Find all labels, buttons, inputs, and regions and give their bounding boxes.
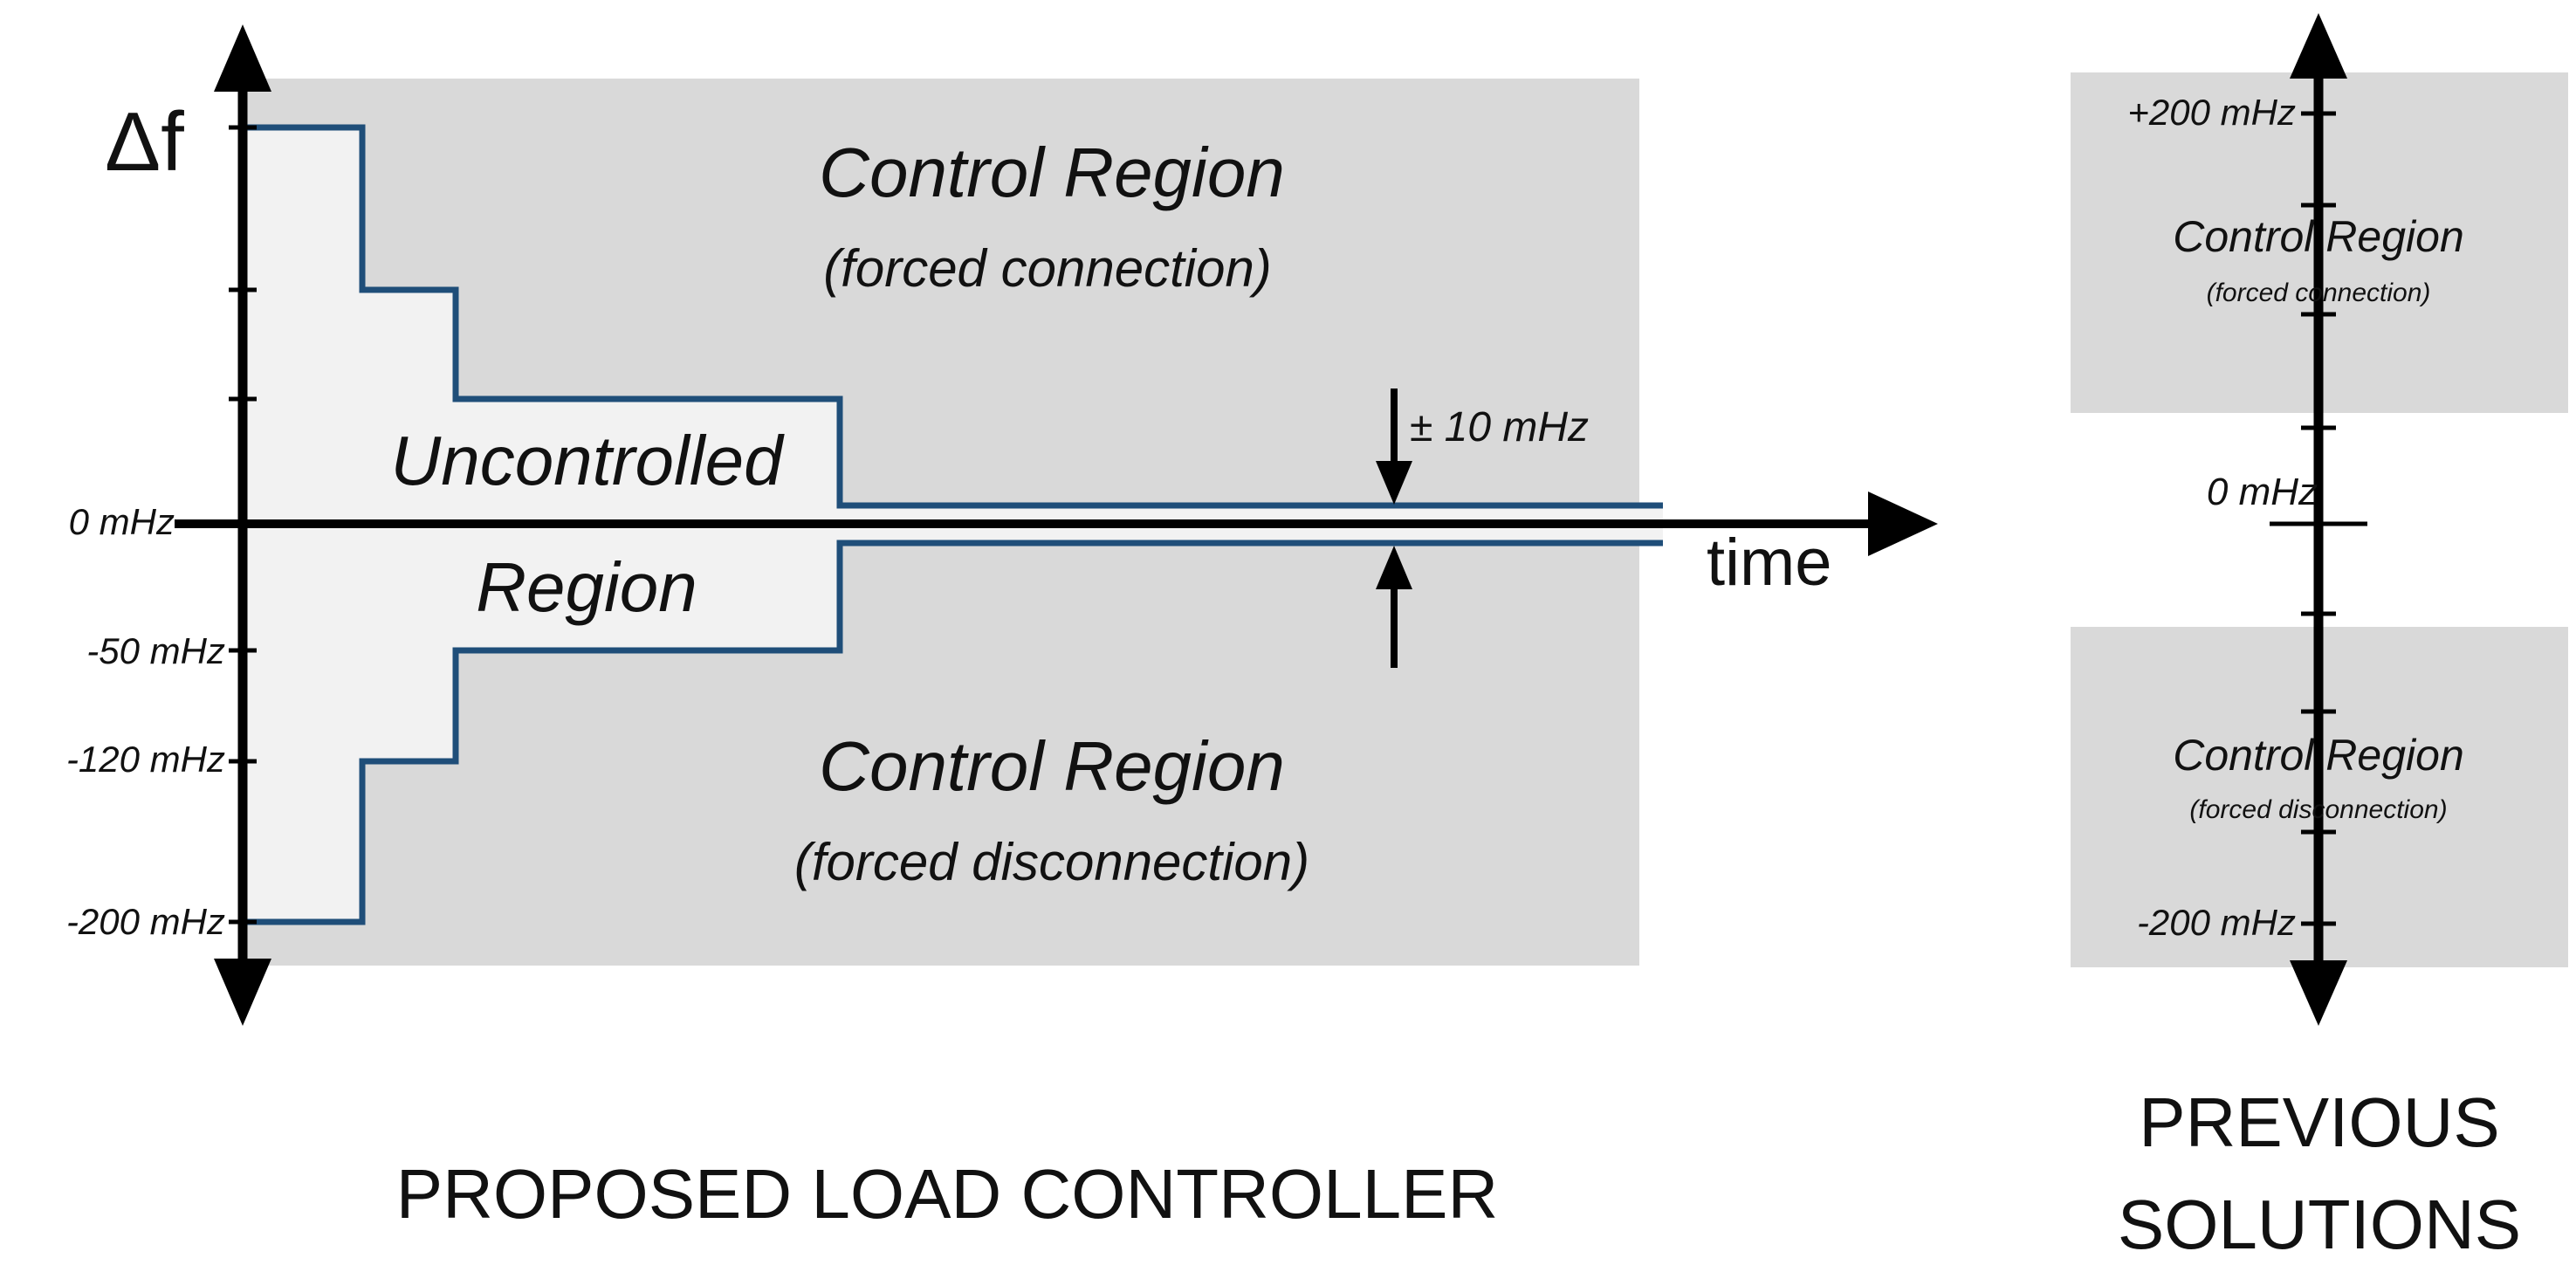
tick-label-0: 0 mHz — [69, 501, 175, 542]
frequency-axis-arrow-up — [214, 24, 271, 92]
frequency-axis-ticks — [229, 125, 257, 925]
lower-boundary-line — [243, 540, 1663, 925]
deadband-indicator — [1376, 388, 1412, 668]
previous-upper-region-subtitle: (forced connection) — [2207, 278, 2431, 307]
previous-caption-line2: SOLUTIONS — [2118, 1186, 2521, 1263]
proposed-caption: PROPOSED LOAD CONTROLLER — [396, 1155, 1499, 1233]
time-label: time — [1707, 526, 1832, 600]
time-axis-arrow — [1868, 492, 1938, 556]
previous-tick-zero: 0 mHz — [2207, 471, 2318, 513]
previous-tick-plus200: +200 mHz — [2127, 92, 2296, 133]
previous-axis-ticks — [2270, 111, 2367, 926]
previous-tick-minus200: -200 mHz — [2137, 902, 2296, 943]
delta-f-symbol: Δf — [105, 95, 184, 189]
lower-region-subtitle: (forced disconnection) — [794, 833, 1309, 891]
upper-region-subtitle: (forced connection) — [823, 239, 1272, 298]
frequency-axis-arrow-down — [214, 959, 271, 1026]
deadband-label: ± 10 mHz — [1410, 404, 1589, 450]
previous-lower-region-title: Control Region — [2173, 731, 2464, 780]
previous-panel: +200 mHz 0 mHz -200 mHz Control Region (… — [2071, 13, 2568, 1263]
tick-label-minus50: -50 mHz — [86, 630, 225, 671]
tick-label-minus200: -200 mHz — [66, 901, 225, 942]
previous-axis-arrow-down — [2290, 960, 2347, 1026]
previous-lower-region-subtitle: (forced disconnection) — [2189, 795, 2447, 824]
previous-axis-arrow-up — [2290, 13, 2347, 79]
upper-region-title: Control Region — [819, 134, 1285, 211]
previous-upper-region-title: Control Region — [2173, 212, 2464, 261]
proposed-panel: Δf 0 mHz -50 mHz -120 mHz -200 mHz time … — [66, 24, 1938, 1233]
uncontrolled-label-line2: Region — [476, 548, 697, 626]
upper-boundary-line — [243, 124, 1663, 509]
uncontrolled-label-line1: Uncontrolled — [390, 422, 785, 499]
previous-caption-line1: PREVIOUS — [2139, 1083, 2499, 1161]
tick-label-minus120: -120 mHz — [66, 739, 225, 780]
lower-region-title: Control Region — [819, 727, 1285, 805]
